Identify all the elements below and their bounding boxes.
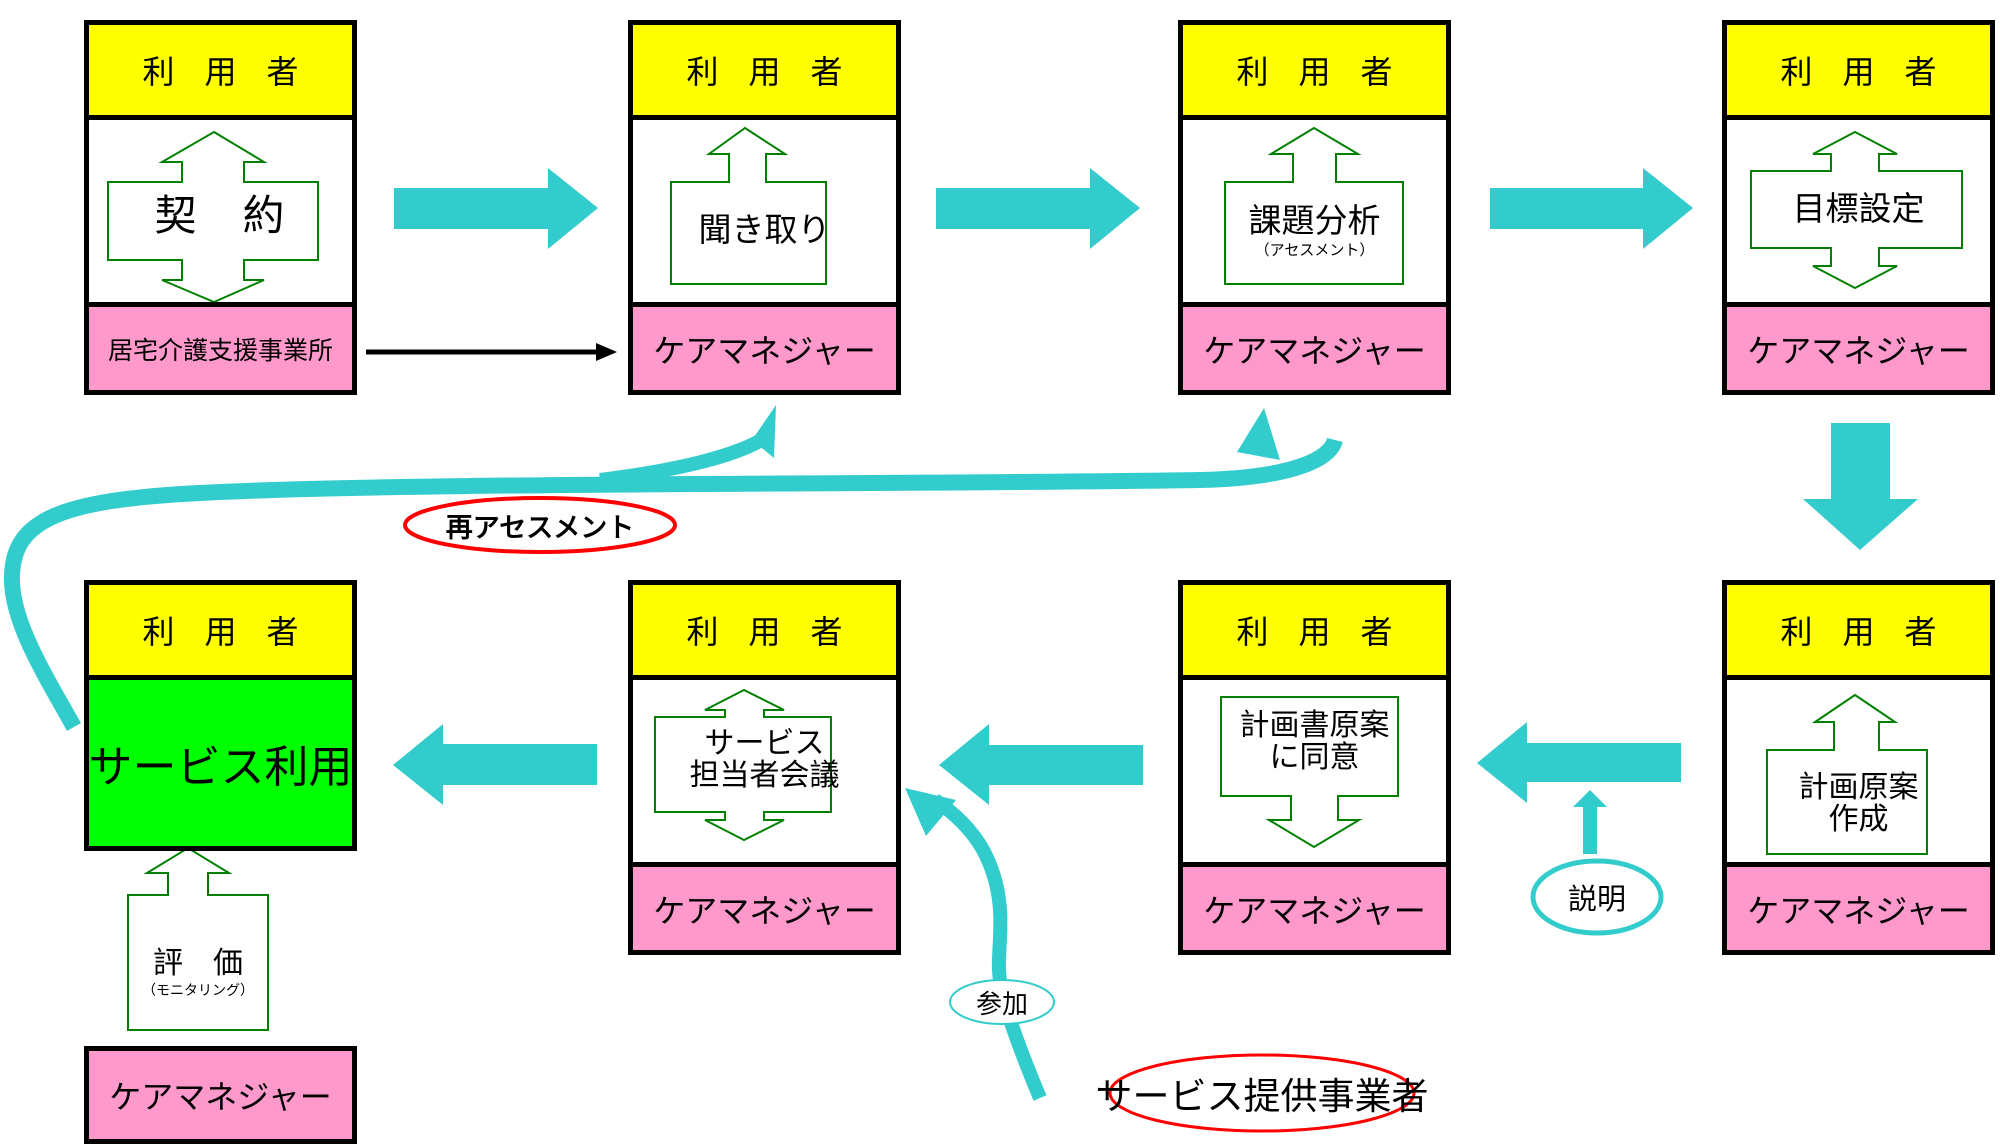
up-arrow-icon — [670, 126, 827, 285]
care-manager-footer: ケアマネジャー — [1183, 867, 1446, 950]
step-label-line: 担当者会議 — [689, 757, 840, 793]
user-header: 利用者 — [633, 25, 896, 120]
step-label: 聞き取り — [698, 210, 831, 249]
step-label-line: 計画原案 — [1798, 770, 1919, 805]
flow-arrow-goal-to-draft — [1803, 423, 1918, 550]
explanation-oval — [1530, 858, 1664, 936]
step-card-contract: 利用者 契 約 居宅介護支援事業所 — [84, 20, 357, 395]
care-manager-footer: ケアマネジャー — [1183, 307, 1446, 390]
evaluation-arrow-outline — [127, 846, 269, 1031]
participation-arrowhead — [905, 788, 956, 836]
double-arrow-icon — [1750, 130, 1963, 290]
step-body: 計画書原案 に同意 — [1183, 680, 1446, 867]
user-header: 利用者 — [633, 585, 896, 680]
up-arrow-icon — [1224, 126, 1404, 285]
step-card-conference: 利用者 サービス 担当者会議 ケアマネジャー — [628, 580, 901, 955]
assign-arrow-head — [596, 343, 617, 361]
step-label-line: 作成 — [1828, 801, 1889, 837]
provider-oval — [1108, 1053, 1416, 1133]
explanation-label: 説明 — [1567, 882, 1626, 916]
evaluation-label-group: 評 価 （モニタリング） — [128, 948, 268, 998]
reassessment-loop — [3, 437, 1343, 731]
flow-arrow-assessment-to-goal — [1490, 168, 1693, 249]
double-arrow-icon — [107, 130, 319, 302]
step-label-group: 計画原案 作成 — [1727, 772, 1990, 835]
up-arrow-icon — [1766, 693, 1928, 855]
flow-arrow-consent-to-conference — [939, 724, 1143, 805]
user-header: 利用者 — [1727, 25, 1990, 120]
office-footer: 居宅介護支援事業所 — [89, 307, 352, 390]
reassessment-arrowhead-assessment — [1237, 408, 1280, 460]
down-arrow-icon — [1220, 696, 1399, 849]
step-body: 計画原案 作成 — [1727, 680, 1990, 867]
step-label: 課題分析 — [1248, 201, 1381, 240]
step-label-line: に同意 — [1269, 739, 1360, 775]
step-sublabel: （アセスメント） — [1254, 240, 1375, 259]
user-header: 利用者 — [1183, 25, 1446, 120]
evaluation-sublabel: （モニタリング） — [142, 982, 254, 999]
explanation-arrow — [1573, 790, 1607, 854]
flow-arrow-interview-to-assessment — [936, 168, 1140, 249]
step-body: 課題分析 （アセスメント） — [1183, 120, 1446, 307]
care-manager-footer: ケアマネジャー — [633, 307, 896, 390]
care-manager-footer: ケアマネジャー — [633, 867, 896, 950]
step-label: 契 約 — [154, 191, 287, 240]
reassessment-oval — [403, 496, 677, 554]
flow-arrow-conference-to-service — [393, 724, 597, 805]
flow-arrow-draft-to-consent — [1477, 722, 1681, 803]
double-arrow-icon — [654, 688, 832, 842]
care-manager-footer: ケアマネジャー — [1727, 307, 1990, 390]
step-label-group: 課題分析 （アセスメント） — [1183, 201, 1446, 259]
care-manager-footer: ケアマネジャー — [1727, 867, 1990, 950]
step-card-assessment: 利用者 課題分析 （アセスメント） ケアマネジャー — [1178, 20, 1451, 395]
step-body: 契 約 — [89, 120, 352, 307]
evaluation-label: 評 価 — [153, 946, 243, 981]
step-label-line: 計画書原案 — [1239, 708, 1390, 743]
step-body: サービス 担当者会議 — [633, 680, 896, 867]
participation-label: 参加 — [975, 989, 1028, 1020]
step-body: 聞き取り — [633, 120, 896, 307]
user-header: 利用者 — [1183, 585, 1446, 680]
participation-oval — [949, 979, 1055, 1025]
service-use-label: サービス利用 — [89, 680, 353, 846]
step-card-interview: 利用者 聞き取り ケアマネジャー — [628, 20, 901, 395]
step-card-draft-plan: 利用者 計画原案 作成 ケアマネジャー — [1722, 580, 1995, 955]
provider-label: サービス提供事業者 — [1095, 1075, 1429, 1118]
step-card-service-use: 利用者 サービス利用 — [84, 580, 357, 851]
user-header: 利用者 — [89, 25, 352, 120]
step-label-group: 計画書原案 に同意 — [1183, 710, 1446, 773]
user-header: 利用者 — [1727, 585, 1990, 680]
reassessment-arrowhead-interview — [752, 405, 776, 458]
step-label: 目標設定 — [1792, 189, 1925, 228]
step-card-goal-setting: 利用者 目標設定 ケアマネジャー — [1722, 20, 1995, 395]
step-label-group: サービス 担当者会議 — [633, 728, 896, 791]
reassessment-label: 再アセスメント — [445, 512, 635, 544]
flow-arrow-contract-to-interview — [394, 168, 598, 249]
participation-arrow — [931, 794, 1047, 1101]
evaluation-care-manager: ケアマネジャー — [84, 1046, 357, 1144]
user-header: 利用者 — [89, 585, 352, 680]
reassessment-branch-interview — [599, 430, 772, 487]
step-body: 目標設定 — [1727, 120, 1990, 307]
step-card-consent: 利用者 計画書原案 に同意 ケアマネジャー — [1178, 580, 1451, 955]
step-label-line: サービス — [704, 726, 825, 761]
